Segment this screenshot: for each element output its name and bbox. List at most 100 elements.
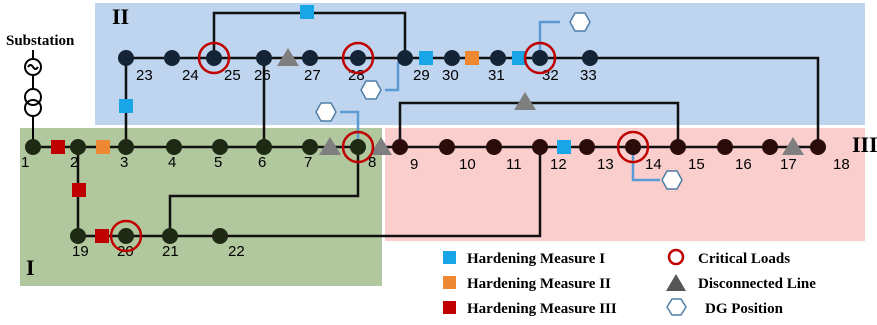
bus-label-15: 15: [688, 156, 705, 173]
bus-node-5: [212, 139, 228, 155]
bus-label-13: 13: [597, 156, 614, 173]
bus-label-8: 8: [368, 154, 376, 171]
bus-label-24: 24: [182, 67, 199, 84]
hardening-1-marker: [512, 51, 526, 65]
legend-disconnected-line-label: Disconnected Line: [698, 276, 816, 292]
bus-node-7: [302, 139, 318, 155]
legend-hardening-1-label: Hardening Measure I: [467, 251, 605, 267]
bus-node-18: [810, 139, 826, 155]
region-ii-label: II: [112, 4, 129, 29]
hardening-2-marker: [96, 140, 110, 154]
dg-positions: [315, 12, 683, 190]
disconnected-line-marker: [319, 137, 341, 155]
bus-node-29: [397, 50, 413, 66]
bus-label-5: 5: [214, 154, 222, 171]
bus-label-2: 2: [70, 154, 78, 171]
bus-node-33: [582, 50, 598, 66]
bus-label-4: 4: [168, 154, 176, 171]
bus-node-11: [486, 139, 502, 155]
bus-node-9: [392, 139, 408, 155]
bus-label-21: 21: [162, 243, 179, 260]
bus-label-17: 17: [780, 156, 797, 173]
hardening-3-marker: [51, 140, 65, 154]
bus-node-1: [25, 139, 41, 155]
bus-node-10: [439, 139, 455, 155]
legend-critical-loads-label: Critical Loads: [698, 251, 790, 267]
critical-loads-layer: [109, 41, 650, 253]
bus-node-21: [162, 228, 178, 244]
bus-label-19: 19: [72, 243, 89, 260]
bus-node-26: [256, 50, 272, 66]
bus-label-33: 33: [580, 67, 597, 84]
hardening-1-marker: [119, 99, 133, 113]
disconnected-line-marker: [370, 137, 392, 155]
hardening-1-marker: [557, 140, 571, 154]
disconnected-line-marker: [782, 137, 804, 155]
bus-label-30: 30: [442, 67, 459, 84]
bus-node-4: [166, 139, 182, 155]
bus-node-23: [118, 50, 134, 66]
legend-hardening-3-label: Hardening Measure III: [467, 301, 617, 317]
bus-label-16: 16: [735, 156, 752, 173]
bus-node-25: [206, 50, 222, 66]
legend-hardening-1-swatch: [443, 251, 456, 264]
bus-node-17: [762, 139, 778, 155]
bus-label-29: 29: [413, 67, 430, 84]
bus-label-23: 23: [136, 67, 153, 84]
critical-load-ring-20: [109, 219, 143, 253]
bus-node-6: [256, 139, 272, 155]
legend-hardening-2-label: Hardening Measure II: [467, 276, 611, 292]
bus-node-27: [302, 50, 318, 66]
legend-dg-position-label: DG Position: [705, 301, 784, 317]
bus-label-27: 27: [304, 67, 321, 84]
legend-hardening-2-swatch: [443, 276, 456, 289]
bus-label-6: 6: [258, 154, 266, 171]
legend-dg-position-icon: [666, 298, 687, 316]
hardening-2-marker: [465, 51, 479, 65]
nodes-layer: [25, 50, 826, 244]
legend-hardening-3-swatch: [443, 301, 456, 314]
region-iii-label: III: [852, 132, 877, 157]
bus-node-8: [350, 139, 366, 155]
bus-node-15: [670, 139, 686, 155]
hardening-3-marker: [72, 183, 86, 197]
bus-node-32: [532, 50, 548, 66]
hardening-measures: [51, 5, 571, 243]
disconnected-line-marker: [277, 48, 299, 66]
bus-label-12: 12: [550, 156, 567, 173]
dg-position-icon: [569, 12, 591, 32]
legend-critical-loads-icon: [667, 248, 685, 266]
bus-node-24: [164, 50, 180, 66]
critical-load-ring-14: [616, 130, 650, 164]
bus-label-3: 3: [120, 154, 128, 171]
bus-label-22: 22: [228, 243, 245, 260]
substation-symbol: [24, 50, 42, 147]
bus-label-26: 26: [254, 67, 271, 84]
bus-node-22: [212, 228, 228, 244]
critical-load-ring-25: [197, 41, 231, 75]
hardening-1-marker: [300, 5, 314, 19]
dg-position-icon: [360, 80, 382, 100]
bus-node-2: [70, 139, 86, 155]
bus-label-25: 25: [224, 67, 241, 84]
hardening-3-marker: [95, 229, 109, 243]
substation-label: Substation: [6, 33, 75, 49]
bus-label-18: 18: [833, 156, 850, 173]
critical-load-ring-32: [523, 41, 557, 75]
critical-load-ring-28: [341, 41, 375, 75]
bus-label-31: 31: [488, 67, 505, 84]
bus-node-28: [350, 50, 366, 66]
legend-disconnected-line-icon: [666, 274, 686, 291]
disconnected-lines: [277, 48, 804, 155]
bus-node-12: [532, 139, 548, 155]
bus-label-9: 9: [410, 156, 418, 173]
bus-node-30: [444, 50, 460, 66]
region-i-label: I: [26, 255, 35, 280]
dg-position-icon: [661, 170, 683, 190]
dg-position-icon: [315, 102, 337, 122]
region-ii-background: [95, 3, 865, 125]
hardening-1-marker: [419, 51, 433, 65]
bus-node-31: [490, 50, 506, 66]
bus-label-11: 11: [506, 156, 522, 173]
